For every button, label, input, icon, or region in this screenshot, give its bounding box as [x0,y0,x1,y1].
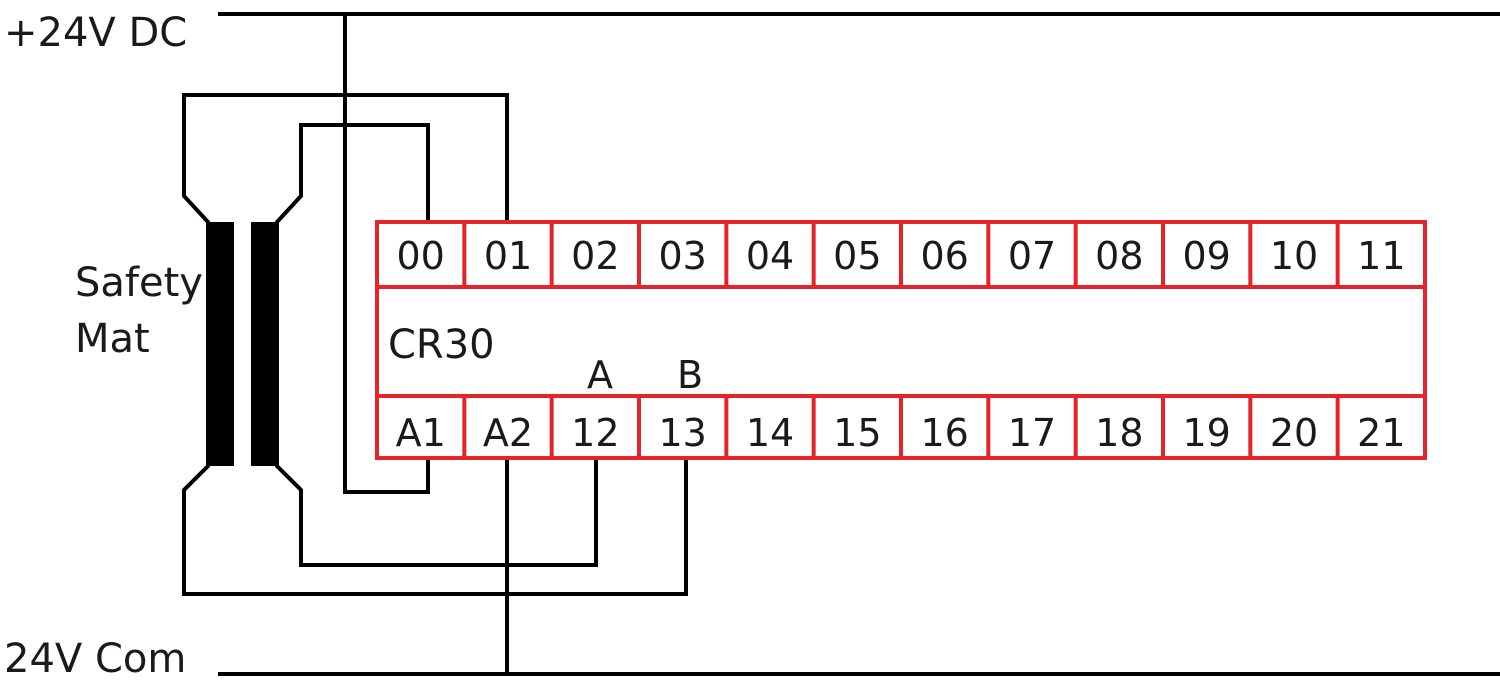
relay-top-terminal-row: 00 01 02 03 04 05 06 07 08 09 10 11 [396,234,1405,278]
top-terminal-11: 11 [1357,234,1405,278]
top-terminal-04: 04 [746,234,794,278]
top-terminal-02: 02 [571,234,619,278]
relay-terminal-separators [462,222,1340,458]
bottom-terminal-18: 18 [1095,411,1143,455]
top-terminal-06: 06 [920,234,968,278]
safety-mat-label-line1: Safety [75,260,203,306]
relay-module: 00 01 02 03 04 05 06 07 08 09 10 11 A1 A2 12 13 14 15 16 1… [375,220,1427,460]
bottom-terminal-13: 13 [658,411,706,455]
bottom-terminal-20: 20 [1270,411,1318,455]
safety-mat-outer-loop [182,93,688,596]
bottom-terminal-12: 12 [571,411,619,455]
bottom-terminal-19: 19 [1182,411,1230,455]
top-terminal-10: 10 [1270,234,1318,278]
supply-wire-a1 [343,12,430,494]
common-rail-label: 24V Com [4,636,186,682]
bottom-terminal-14: 14 [746,411,794,455]
bottom-terminal-17: 17 [1008,411,1056,455]
bottom-terminal-16: 16 [920,411,968,455]
positive-rail-label: +24V DC [4,10,187,56]
bottom-terminal-15: 15 [833,411,881,455]
safety-mat-plate-right [251,222,277,466]
relay-bottom-terminal-row: A1 A2 12 13 14 15 16 17 18 19 20 21 [396,411,1406,455]
top-terminal-01: 01 [484,234,532,278]
safety-mat-plate-left [208,222,234,466]
top-terminal-03: 03 [658,234,706,278]
top-terminal-09: 09 [1182,234,1230,278]
top-terminal-00: 00 [396,234,444,278]
channel-label-b: B [677,353,703,397]
bottom-terminal-21: 21 [1357,411,1405,455]
bottom-terminal-a1: A1 [396,411,446,455]
safety-mat-label-line2: Mat [75,316,150,362]
safety-mat-inner-loop [275,123,598,567]
safety-mat-outer-top [182,93,509,224]
top-terminal-05: 05 [833,234,881,278]
safety-mat-inner-top [299,123,430,224]
bottom-terminal-a2: A2 [483,411,533,455]
top-terminal-08: 08 [1095,234,1143,278]
relay-name: CR30 [388,322,495,368]
channel-label-a: A [587,353,613,397]
top-terminal-07: 07 [1008,234,1056,278]
